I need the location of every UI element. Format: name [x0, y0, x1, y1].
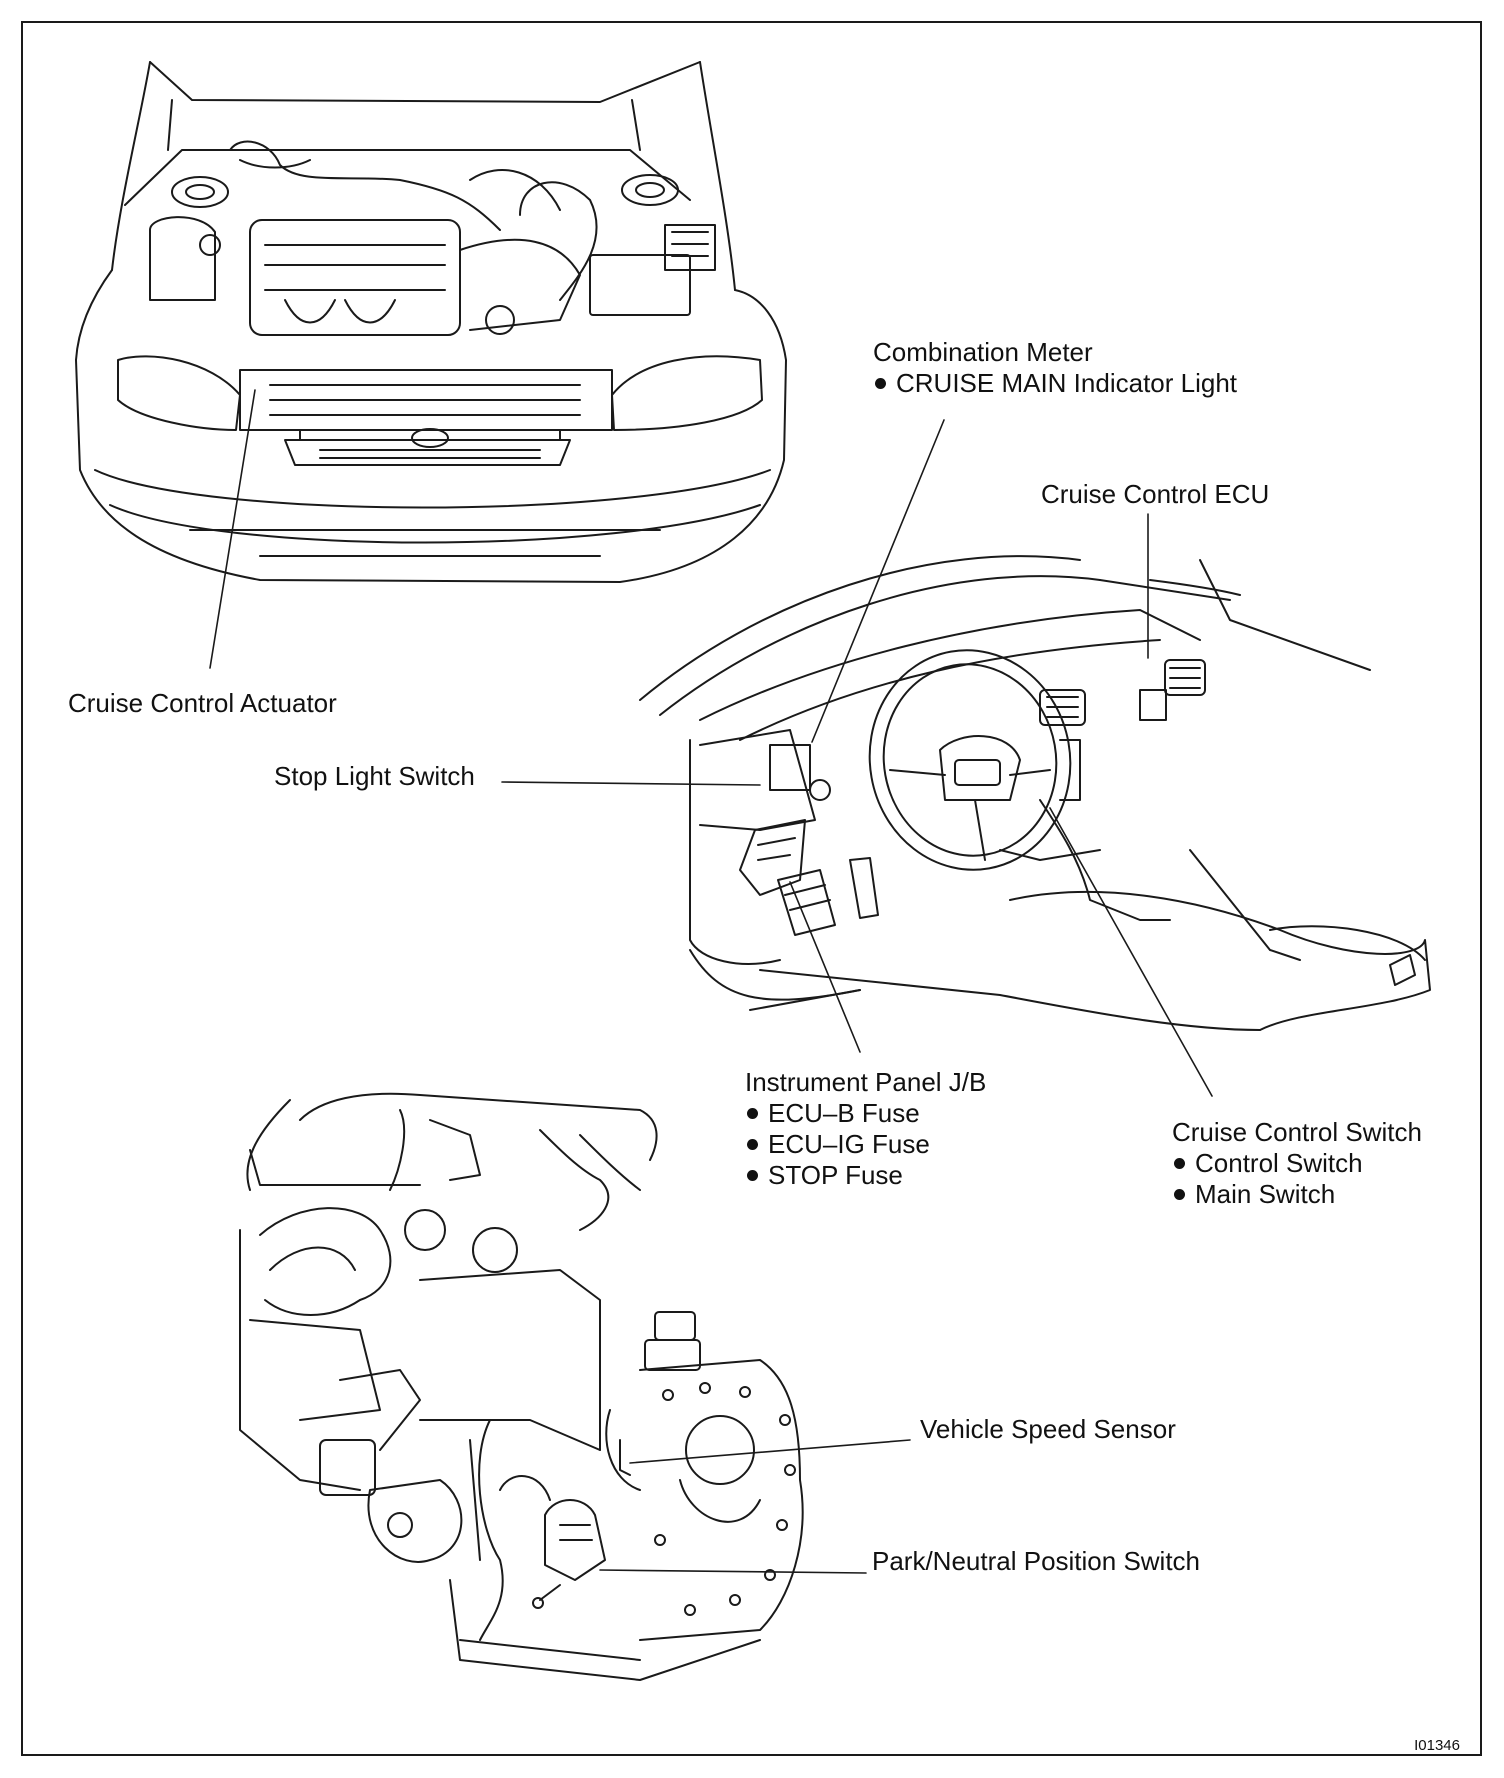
- figure-code: I01346: [1414, 1737, 1460, 1754]
- instrument-panel-jb-item: ECU–IG Fuse: [745, 1129, 986, 1160]
- stop-light-switch-title: Stop Light Switch: [274, 761, 475, 791]
- actuator-label: Cruise Control Actuator: [68, 688, 337, 719]
- leader-lines: [210, 390, 1212, 1573]
- leader-speed-sensor: [630, 1440, 910, 1463]
- combination-meter-label: Combination Meter CRUISE MAIN Indicator …: [873, 337, 1237, 399]
- leader-cruise-switch: [1050, 808, 1212, 1096]
- instrument-panel-jb-title: Instrument Panel J/B: [745, 1067, 987, 1097]
- instrument-panel-jb-label: Instrument Panel J/B ECU–B Fuse ECU–IG F…: [745, 1067, 986, 1191]
- instrument-panel-jb-item: STOP Fuse: [745, 1160, 986, 1191]
- cruise-ecu-title: Cruise Control ECU: [1041, 479, 1270, 509]
- pn-switch-title: Park/Neutral Position Switch: [872, 1546, 1201, 1576]
- speed-sensor-label: Vehicle Speed Sensor: [920, 1414, 1176, 1445]
- leader-stop-light-switch: [502, 782, 760, 785]
- dashboard-drawing: [640, 556, 1430, 1030]
- leader-instrument-panel-jb: [790, 882, 860, 1052]
- cruise-switch-item: Control Switch: [1172, 1148, 1422, 1179]
- leader-pn-switch: [600, 1570, 866, 1573]
- combination-meter-title: Combination Meter: [873, 337, 1093, 367]
- actuator-title: Cruise Control Actuator: [68, 688, 337, 718]
- cruise-switch-label: Cruise Control Switch Control Switch Mai…: [1172, 1117, 1422, 1210]
- speed-sensor-title: Vehicle Speed Sensor: [920, 1414, 1176, 1444]
- pn-switch-label: Park/Neutral Position Switch: [872, 1546, 1200, 1577]
- combination-meter-item: CRUISE MAIN Indicator Light: [873, 368, 1237, 399]
- cruise-ecu-label: Cruise Control ECU: [1041, 479, 1269, 510]
- cruise-switch-title: Cruise Control Switch: [1172, 1117, 1422, 1147]
- stop-light-switch-label: Stop Light Switch: [274, 761, 475, 792]
- figure-frame: [21, 21, 1482, 1756]
- leader-actuator: [210, 390, 255, 668]
- engine-compartment-drawing: [76, 62, 786, 582]
- engine-transaxle-drawing: [240, 1094, 803, 1680]
- cruise-switch-item: Main Switch: [1172, 1179, 1422, 1210]
- instrument-panel-jb-item: ECU–B Fuse: [745, 1098, 986, 1129]
- leader-combination-meter: [812, 420, 944, 742]
